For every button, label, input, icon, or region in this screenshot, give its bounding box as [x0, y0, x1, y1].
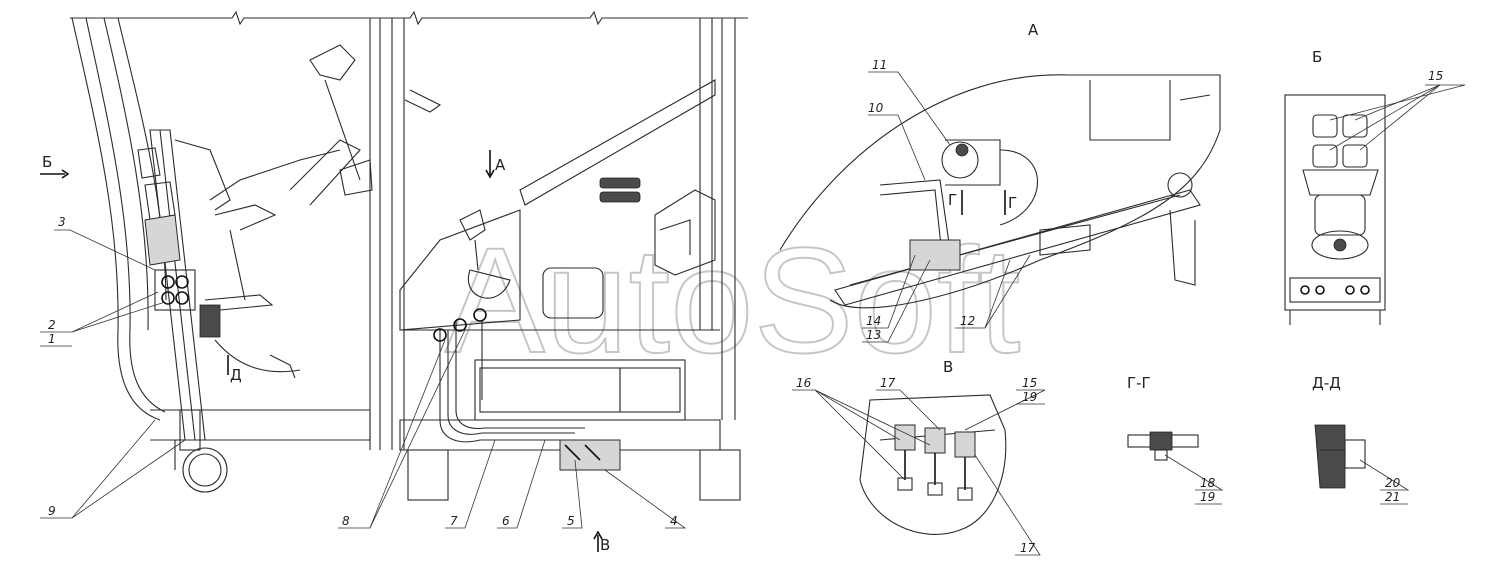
callout-2: 2 — [48, 318, 56, 332]
callout-11: 11 — [872, 58, 887, 72]
callout-17-bottom: 17 — [1020, 541, 1036, 555]
callout-17-top: 17 — [880, 376, 896, 390]
section-g-label: Г-Г — [1127, 374, 1151, 392]
view-b-detail — [1284, 94, 1386, 325]
callout-19-v: 19 — [1022, 390, 1037, 404]
arrow-v-label: В — [600, 536, 610, 554]
arrow-a-label: А — [495, 156, 506, 174]
view-b-label: Б — [1312, 48, 1322, 66]
callout-18: 18 — [1200, 476, 1216, 490]
callout-numbers: 3 2 1 9 8 7 6 5 4 11 10 14 13 12 15 16 1… — [48, 58, 1443, 555]
section-g-g — [1127, 431, 1199, 461]
callout-1: 1 — [48, 332, 56, 346]
callout-3: 3 — [58, 215, 66, 229]
callout-4: 4 — [670, 514, 678, 528]
leader-lines — [40, 71, 1466, 556]
callout-5: 5 — [567, 514, 575, 528]
arrow-b-label: Б — [42, 153, 52, 171]
view-v-label: В — [943, 358, 953, 376]
view-v-detail — [859, 394, 1007, 535]
callout-10: 10 — [868, 101, 884, 115]
view-a-detail — [779, 74, 1221, 309]
view-labels: А Б В Г-Г Д-Д Б А Д В Г Г — [42, 21, 1341, 554]
callout-19-g: 19 — [1200, 490, 1215, 504]
arrow-g-label-1: Г — [948, 191, 957, 209]
callout-20: 20 — [1385, 476, 1401, 490]
callout-16: 16 — [796, 376, 812, 390]
callout-6: 6 — [502, 514, 510, 528]
callout-15-b: 15 — [1428, 69, 1443, 83]
callout-12: 12 — [960, 314, 975, 328]
callout-9: 9 — [48, 504, 56, 518]
callout-21: 21 — [1385, 490, 1400, 504]
section-d-d — [1314, 424, 1366, 489]
callout-15-v: 15 — [1022, 376, 1037, 390]
callout-14: 14 — [866, 314, 881, 328]
section-d-label: Д-Д — [1312, 374, 1341, 392]
callout-13: 13 — [866, 328, 881, 342]
arrow-g-label-2: Г — [1008, 194, 1017, 212]
view-a-label: А — [1028, 21, 1039, 39]
callout-7: 7 — [450, 514, 458, 528]
main-view-console — [399, 18, 741, 501]
callout-8: 8 — [342, 514, 350, 528]
arrow-d-label: Д — [230, 366, 242, 384]
main-view-cab — [70, 10, 748, 493]
